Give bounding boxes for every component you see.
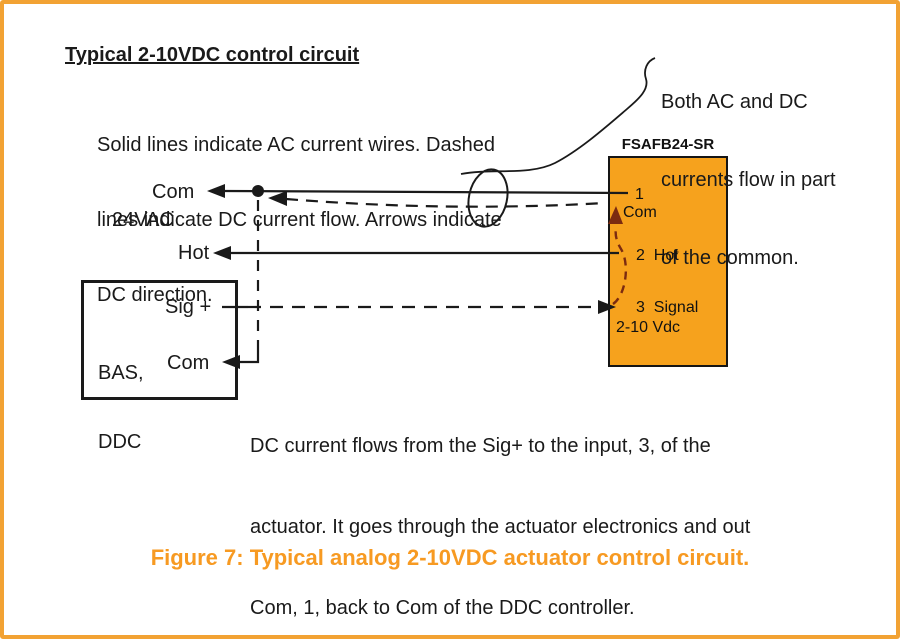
explanation-line: actuator. It goes through the actuator e…: [250, 516, 751, 538]
common-note: Both AC and DC currents flow in part of …: [661, 37, 836, 323]
diagram-title: Typical 2-10VDC control circuit: [65, 44, 360, 66]
actuator-model-label: FSAFB24-SR: [621, 136, 715, 153]
figure-caption: Figure 7: Typical analog 2-10VDC actuato…: [150, 545, 750, 570]
explanation-paragraph: DC current flows from the Sig+ to the in…: [250, 379, 750, 639]
transformer-label: 24VAC: [112, 209, 174, 231]
intro-paragraph: Solid lines indicate AC current wires. D…: [97, 83, 502, 358]
terminal-1-name: Com: [623, 204, 657, 221]
controller-name-line: DDC: [98, 431, 142, 453]
sig-label: Sig +: [165, 296, 212, 318]
com-bottom-label: Com: [167, 352, 210, 374]
intro-line: lines indicate DC current flow. Arrows i…: [97, 209, 502, 231]
explanation-line: Com, 1, back to Com of the DDC controlle…: [250, 597, 635, 619]
hot-label: Hot: [178, 242, 210, 264]
controller-name-line: BAS,: [98, 362, 144, 384]
note-line: currents flow in part: [661, 169, 836, 191]
note-line: Both AC and DC: [661, 91, 808, 113]
explanation-line: DC current flows from the Sig+ to the in…: [250, 435, 711, 457]
note-line: of the common.: [661, 247, 799, 269]
terminal-3-label: 3 Signal: [636, 299, 699, 316]
terminal-1-number: 1: [635, 186, 644, 203]
com-top-label: Com: [152, 181, 195, 203]
intro-line: Solid lines indicate AC current wires. D…: [97, 134, 495, 156]
terminal-2-label: 2 Hot: [636, 247, 679, 264]
controller-name: BAS, DDC: [98, 316, 144, 500]
intro-line: DC direction.: [97, 284, 213, 306]
terminal-3-range: 2-10 Vdc: [616, 319, 681, 336]
bas-ddc-controller-box: [81, 280, 238, 400]
